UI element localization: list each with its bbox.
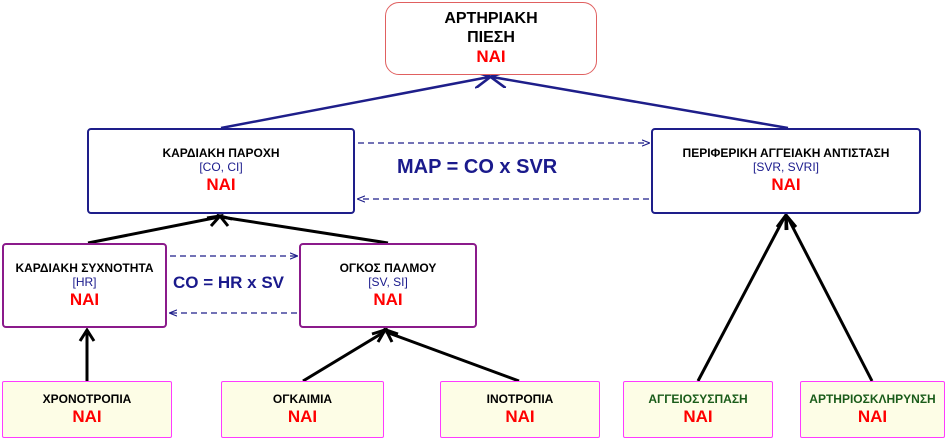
arrowhead-hr [78,327,96,342]
node-arteriosclerosis-title: ΑΡΤΗΡΙΟΣΚΛΗΡΥΝΣΗ [809,391,936,406]
node-volemia-title: ΟΓΚΑΙΜΙΑ [272,391,333,406]
node-stroke-volume: ΟΓΚΟΣ ΠΑΛΜΟΥ [SV, SI] ΝΑΙ [299,243,477,328]
node-cardiac-output-title: ΚΑΡΔΙΑΚΗ ΠΑΡΟΧΗ [162,146,280,161]
node-stroke-volume-title: ΟΓΚΟΣ ΠΑΛΜΟΥ [339,260,437,275]
node-vasoconstriction-value: ΝΑΙ [683,406,713,426]
node-arterial-pressure: ΑΡΤΗΡΙΑΚΗ ΠΙΕΣΗ ΝΑΙ [385,2,597,75]
node-stroke-volume-subtitle: [SV, SI] [368,274,408,289]
node-volemia-value: ΝΑΙ [287,406,318,426]
node-peripheral-resistance: ΠΕΡΙΦΕΡΙΚΗ ΑΓΓΕΙΑΚΗ ΑΝΤΙΣΤΑΣΗ [SVR, SVRI… [651,128,921,214]
node-arterial-pressure-title-line2: ΠΙΕΣΗ [467,28,515,46]
arrow-arthro-to-svr [786,217,874,382]
node-inotropy-title: ΙΝΟΤΡΟΠΙΑ [486,391,554,406]
node-arterial-pressure-value: ΝΑΙ [476,47,506,67]
node-chronotropy-value: ΝΑΙ [72,406,102,426]
node-heart-rate-subtitle: [HR] [72,274,97,289]
node-arteriosclerosis-value: ΝΑΙ [857,406,888,426]
arrow-sv-to-co [220,215,389,245]
node-arterial-pressure-title-line1: ΑΡΤΗΡΙΑΚΗ [444,10,538,28]
node-heart-rate-title: ΚΑΡΔΙΑΚΗ ΣΥΧΝΟΤΗΤΑ [15,260,154,275]
node-cardiac-output: ΚΑΡΔΙΑΚΗ ΠΑΡΟΧΗ [CO, CI] ΝΑΙ [87,128,355,214]
node-stroke-volume-value: ΝΑΙ [373,289,403,309]
arrowhead-svr-2 [784,210,798,230]
node-heart-rate: ΚΑΡΔΙΑΚΗ ΣΥΧΝΟΤΗΤΑ [HR] ΝΑΙ [2,243,167,328]
arrow-co-to-bp [220,77,489,130]
node-peripheral-resistance-value: ΝΑΙ [771,175,801,195]
arrow-hr-to-co [87,215,220,245]
arrowhead-sv-2 [383,327,399,343]
node-vasoconstriction-title: ΑΓΓΕΙΟΣΥΣΠΑΣΗ [648,391,748,406]
formula-co: CO = HR x SV [173,273,285,292]
node-inotropy: ΙΝΟΤΡΟΠΙΑ ΝΑΙ [440,381,600,438]
arrow-inotropy-to-sv [385,330,520,383]
node-volemia: ΟΓΚΑΙΜΙΑ ΝΑΙ [221,381,384,438]
node-chronotropy: ΧΡΟΝΟΤΡΟΠΙΑ ΝΑΙ [2,381,172,438]
node-chronotropy-title: ΧΡΟΝΟΤΡΟΠΙΑ [42,391,132,406]
arrowhead-co-2 [216,213,233,227]
node-peripheral-resistance-subtitle: [SVR, SVRI] [752,160,820,175]
arrow-svr-to-bp [492,77,789,130]
node-heart-rate-value: ΝΑΙ [69,289,100,309]
node-inotropy-value: ΝΑΙ [505,406,535,426]
node-vasoconstriction: ΑΓΓΕΙΟΣΥΣΠΑΣΗ ΝΑΙ [623,381,773,438]
arrowhead-co [206,213,224,228]
node-arteriosclerosis: ΑΡΤΗΡΙΟΣΚΛΗΡΥΝΣΗ ΝΑΙ [800,381,945,438]
arrow-vaso-to-svr [696,217,786,382]
node-peripheral-resistance-title: ΠΕΡΙΦΕΡΙΚΗ ΑΓΓΕΙΑΚΗ ΑΝΤΙΣΤΑΣΗ [682,146,890,161]
node-cardiac-output-subtitle: [CO, CI] [199,160,243,175]
formula-map: MAP = CO x SVR [397,156,558,178]
arrow-volemia-to-sv [302,330,385,383]
node-cardiac-output-value: ΝΑΙ [206,175,236,195]
